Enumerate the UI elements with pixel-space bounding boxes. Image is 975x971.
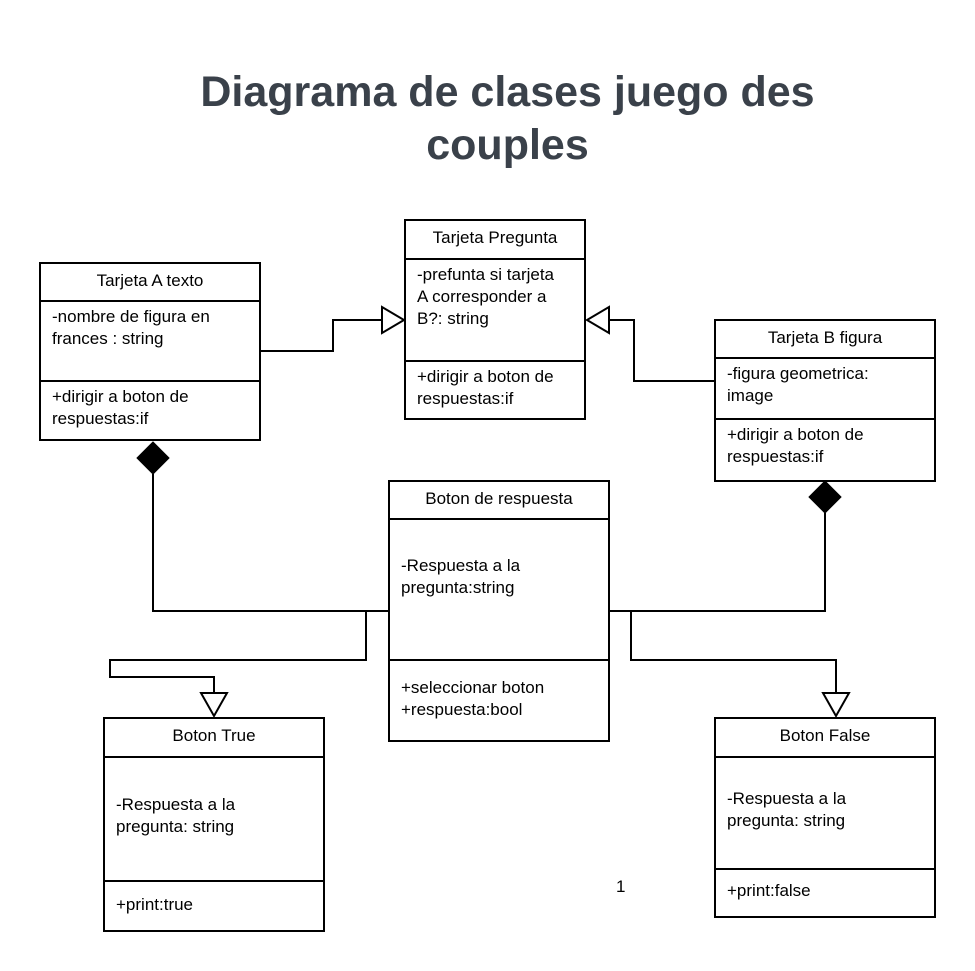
filled-diamond-icon — [808, 480, 842, 514]
class-attributes: -Respuesta a la pregunta: string — [716, 758, 934, 870]
composition-a-to-boton-respuesta — [152, 474, 389, 612]
class-operations: +print:false — [727, 881, 811, 900]
hollow-arrow-icon — [585, 305, 610, 335]
class-operations: +seleccionar boton +respuesta:bool — [401, 678, 545, 719]
class-name: Tarjeta A texto — [41, 264, 259, 302]
page-number: 1 — [616, 877, 626, 896]
class-tarjeta-a-texto[interactable]: Tarjeta A texto -nombre de figura en fra… — [39, 262, 261, 441]
filled-diamond-icon — [136, 441, 170, 475]
hollow-arrow-icon — [821, 692, 851, 719]
class-boton-true[interactable]: Boton True -Respuesta a la pregunta: str… — [103, 717, 325, 932]
diagram-title-line-2: couples — [426, 121, 589, 169]
generalization-a-to-pregunta — [261, 319, 382, 352]
class-name: Boton False — [716, 719, 934, 758]
class-name: Tarjeta Pregunta — [406, 221, 584, 260]
generalization-b-to-pregunta — [609, 319, 716, 382]
class-boton-de-respuesta[interactable]: Boton de respuesta -Respuesta a la pregu… — [388, 480, 610, 742]
class-operations: +dirigir a boton de respuestas:if — [727, 425, 864, 466]
class-attributes: -prefunta si tarjeta A corresponder a B?… — [406, 260, 584, 362]
hollow-arrow-icon — [199, 692, 229, 719]
class-tarjeta-pregunta[interactable]: Tarjeta Pregunta -prefunta si tarjeta A … — [404, 219, 586, 420]
diagram-title-line-1: Diagrama de clases juego des — [200, 68, 815, 116]
class-name: Tarjeta B figura — [716, 321, 934, 359]
class-attributes: -nombre de figura en frances : string — [41, 302, 259, 382]
class-operations: +dirigir a boton de respuestas:if — [417, 367, 554, 408]
class-name: Boton True — [105, 719, 323, 758]
class-name: Boton de respuesta — [390, 482, 608, 520]
generalization-to-boton-true — [109, 611, 367, 693]
class-tarjeta-b-figura[interactable]: Tarjeta B figura -figura geometrica: ima… — [714, 319, 936, 482]
composition-b-to-boton-respuesta — [609, 513, 826, 612]
diagram-title: Diagrama de clases juego des couples — [0, 66, 975, 172]
class-attributes: -Respuesta a la pregunta:string — [390, 520, 608, 661]
hollow-arrow-icon — [381, 305, 406, 335]
class-boton-false[interactable]: Boton False -Respuesta a la pregunta: st… — [714, 717, 936, 918]
class-operations: +print:true — [116, 895, 194, 914]
generalization-to-boton-false — [630, 611, 837, 693]
class-attributes: -figura geometrica: image — [716, 359, 934, 420]
class-operations: +dirigir a boton de respuestas:if — [52, 387, 189, 428]
class-attributes: -Respuesta a la pregunta: string — [105, 758, 323, 882]
